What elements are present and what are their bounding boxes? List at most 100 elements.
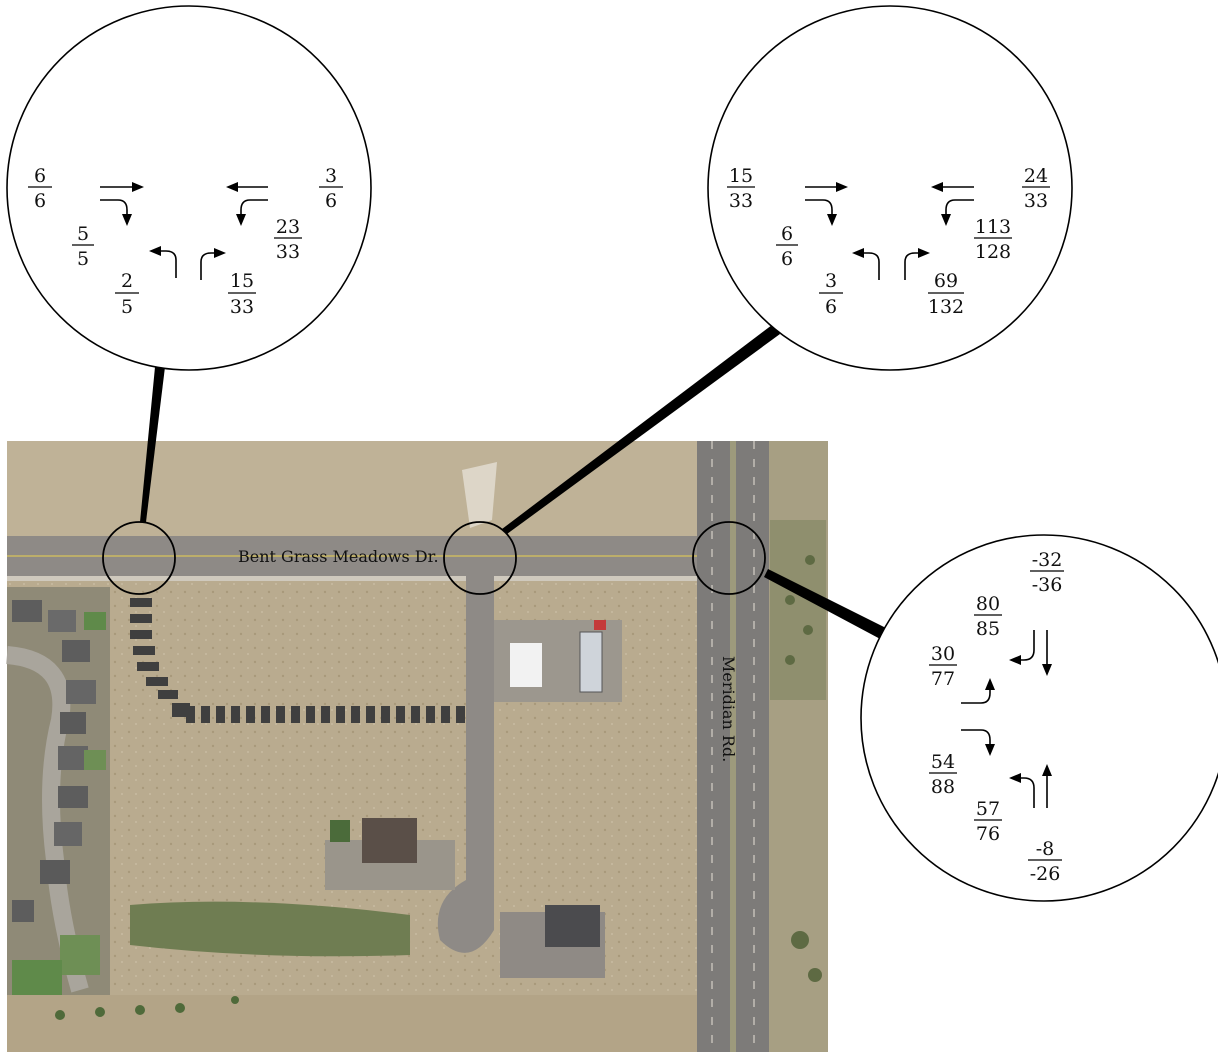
center-wb-left-arrow <box>941 199 974 226</box>
svg-text:54: 54 <box>931 751 955 773</box>
svg-text:24: 24 <box>1024 165 1048 187</box>
west-eb-thru-volume: 6 6 <box>28 165 52 212</box>
trail-dash <box>276 706 285 723</box>
fuel-canopy <box>579 631 603 693</box>
svg-text:85: 85 <box>976 618 1000 640</box>
svg-text:6: 6 <box>34 190 46 212</box>
svg-text:33: 33 <box>729 190 753 212</box>
east-nb-thru-arrow <box>1042 764 1052 808</box>
svg-text:6: 6 <box>781 223 793 245</box>
svg-text:5: 5 <box>77 248 89 270</box>
center-eb-thru-volume: 15 33 <box>727 165 755 212</box>
trail-dash <box>381 706 390 723</box>
trail-dash <box>261 706 270 723</box>
access-road <box>466 576 494 906</box>
svg-text:77: 77 <box>931 668 955 690</box>
callout-center: 15 33 6 6 3 6 69 132 113 128 24 33 <box>707 5 1073 371</box>
svg-text:76: 76 <box>976 823 1000 845</box>
svg-text:15: 15 <box>729 165 753 187</box>
west-eb-right-arrow <box>100 199 132 226</box>
trail-dash <box>456 706 465 723</box>
east-nb-thru-volume: -8 -26 <box>1028 838 1062 885</box>
west-eb-right-volume: 5 5 <box>72 223 94 270</box>
east-nb-left-arrow <box>1009 773 1035 808</box>
trail-dash <box>441 706 450 723</box>
svg-text:113: 113 <box>975 216 1011 238</box>
intersection-west-marker[interactable] <box>102 521 176 595</box>
office-building <box>545 905 600 947</box>
svg-text:3: 3 <box>325 165 337 187</box>
trail-dash <box>366 706 375 723</box>
trail-dash <box>411 706 420 723</box>
west-eb-thru-arrow <box>100 182 144 192</box>
residential-area <box>5 587 110 1052</box>
trail-dash <box>396 706 405 723</box>
svg-text:3: 3 <box>825 270 837 292</box>
svg-text:33: 33 <box>276 241 300 263</box>
west-nb-left-volume: 2 5 <box>115 270 139 318</box>
center-nb-left-volume: 3 6 <box>819 270 843 318</box>
center-eb-right-arrow <box>805 199 837 226</box>
east-eb-right-volume: 54 88 <box>929 751 957 798</box>
east-eb-left-volume: 30 77 <box>929 643 957 690</box>
intersection-center-marker[interactable] <box>443 521 517 595</box>
svg-text:-26: -26 <box>1030 863 1061 885</box>
commercial-building <box>362 818 417 863</box>
trail-dash <box>426 706 435 723</box>
planned-trail <box>130 598 465 723</box>
west-wb-left-volume: 23 33 <box>274 216 302 263</box>
center-nb-left-arrow <box>852 248 880 280</box>
svg-text:2: 2 <box>121 270 133 292</box>
svg-text:33: 33 <box>1024 190 1048 212</box>
gravel-pad <box>462 462 497 528</box>
svg-text:6: 6 <box>325 190 337 212</box>
trail-dash <box>336 706 345 723</box>
center-nb-right-arrow <box>904 248 930 280</box>
callout-east: -32 -36 80 85 30 77 54 88 57 76 -8 -26 <box>860 534 1218 902</box>
trail-dash <box>306 706 315 723</box>
center-wb-thru-arrow <box>931 182 974 192</box>
east-nb-left-volume: 57 76 <box>974 798 1002 845</box>
svg-text:80: 80 <box>976 593 1000 615</box>
west-nb-left-arrow <box>149 246 177 278</box>
svg-text:132: 132 <box>928 296 964 318</box>
east-sb-thru-volume: -32 -36 <box>1030 549 1064 596</box>
vegetation-strip <box>130 901 410 957</box>
west-nb-right-arrow <box>200 248 226 280</box>
west-wb-thru-volume: 3 6 <box>319 165 343 212</box>
trail-dash <box>216 706 225 723</box>
svg-text:5: 5 <box>121 296 133 318</box>
svg-text:-36: -36 <box>1032 574 1063 596</box>
svg-text:-8: -8 <box>1036 838 1055 860</box>
west-wb-thru-arrow <box>226 182 268 192</box>
svg-text:69: 69 <box>934 270 958 292</box>
trail-dash <box>291 706 300 723</box>
center-eb-right-volume: 6 6 <box>776 223 798 270</box>
west-wb-left-arrow <box>236 199 268 226</box>
east-sb-thru-arrow <box>1042 630 1052 676</box>
trail-dash <box>186 706 195 723</box>
svg-text:33: 33 <box>230 296 254 318</box>
east-eb-right-arrow <box>961 729 995 756</box>
meridian-label: Meridian Rd. <box>719 656 738 762</box>
svg-text:57: 57 <box>976 798 1000 820</box>
svg-text:5: 5 <box>77 223 89 245</box>
svg-text:88: 88 <box>931 776 955 798</box>
center-eb-thru-arrow <box>805 182 848 192</box>
svg-text:-32: -32 <box>1032 549 1063 571</box>
svg-text:128: 128 <box>975 241 1011 263</box>
east-sb-right-arrow <box>1009 630 1035 665</box>
svg-text:15: 15 <box>230 270 254 292</box>
west-nb-right-volume: 15 33 <box>228 270 256 318</box>
trail-dash <box>321 706 330 723</box>
leader-lines <box>140 325 890 641</box>
trail-dash <box>231 706 240 723</box>
trail-dash <box>201 706 210 723</box>
callout-west: 6 6 5 5 2 5 15 33 23 33 3 6 <box>6 5 372 371</box>
aerial-map: Bent Grass Meadows Dr. Meridian Rd. <box>5 441 828 1052</box>
intersection-east-marker[interactable] <box>692 521 766 595</box>
svg-text:6: 6 <box>781 248 793 270</box>
center-nb-right-volume: 69 132 <box>928 270 964 318</box>
svg-text:30: 30 <box>931 643 955 665</box>
